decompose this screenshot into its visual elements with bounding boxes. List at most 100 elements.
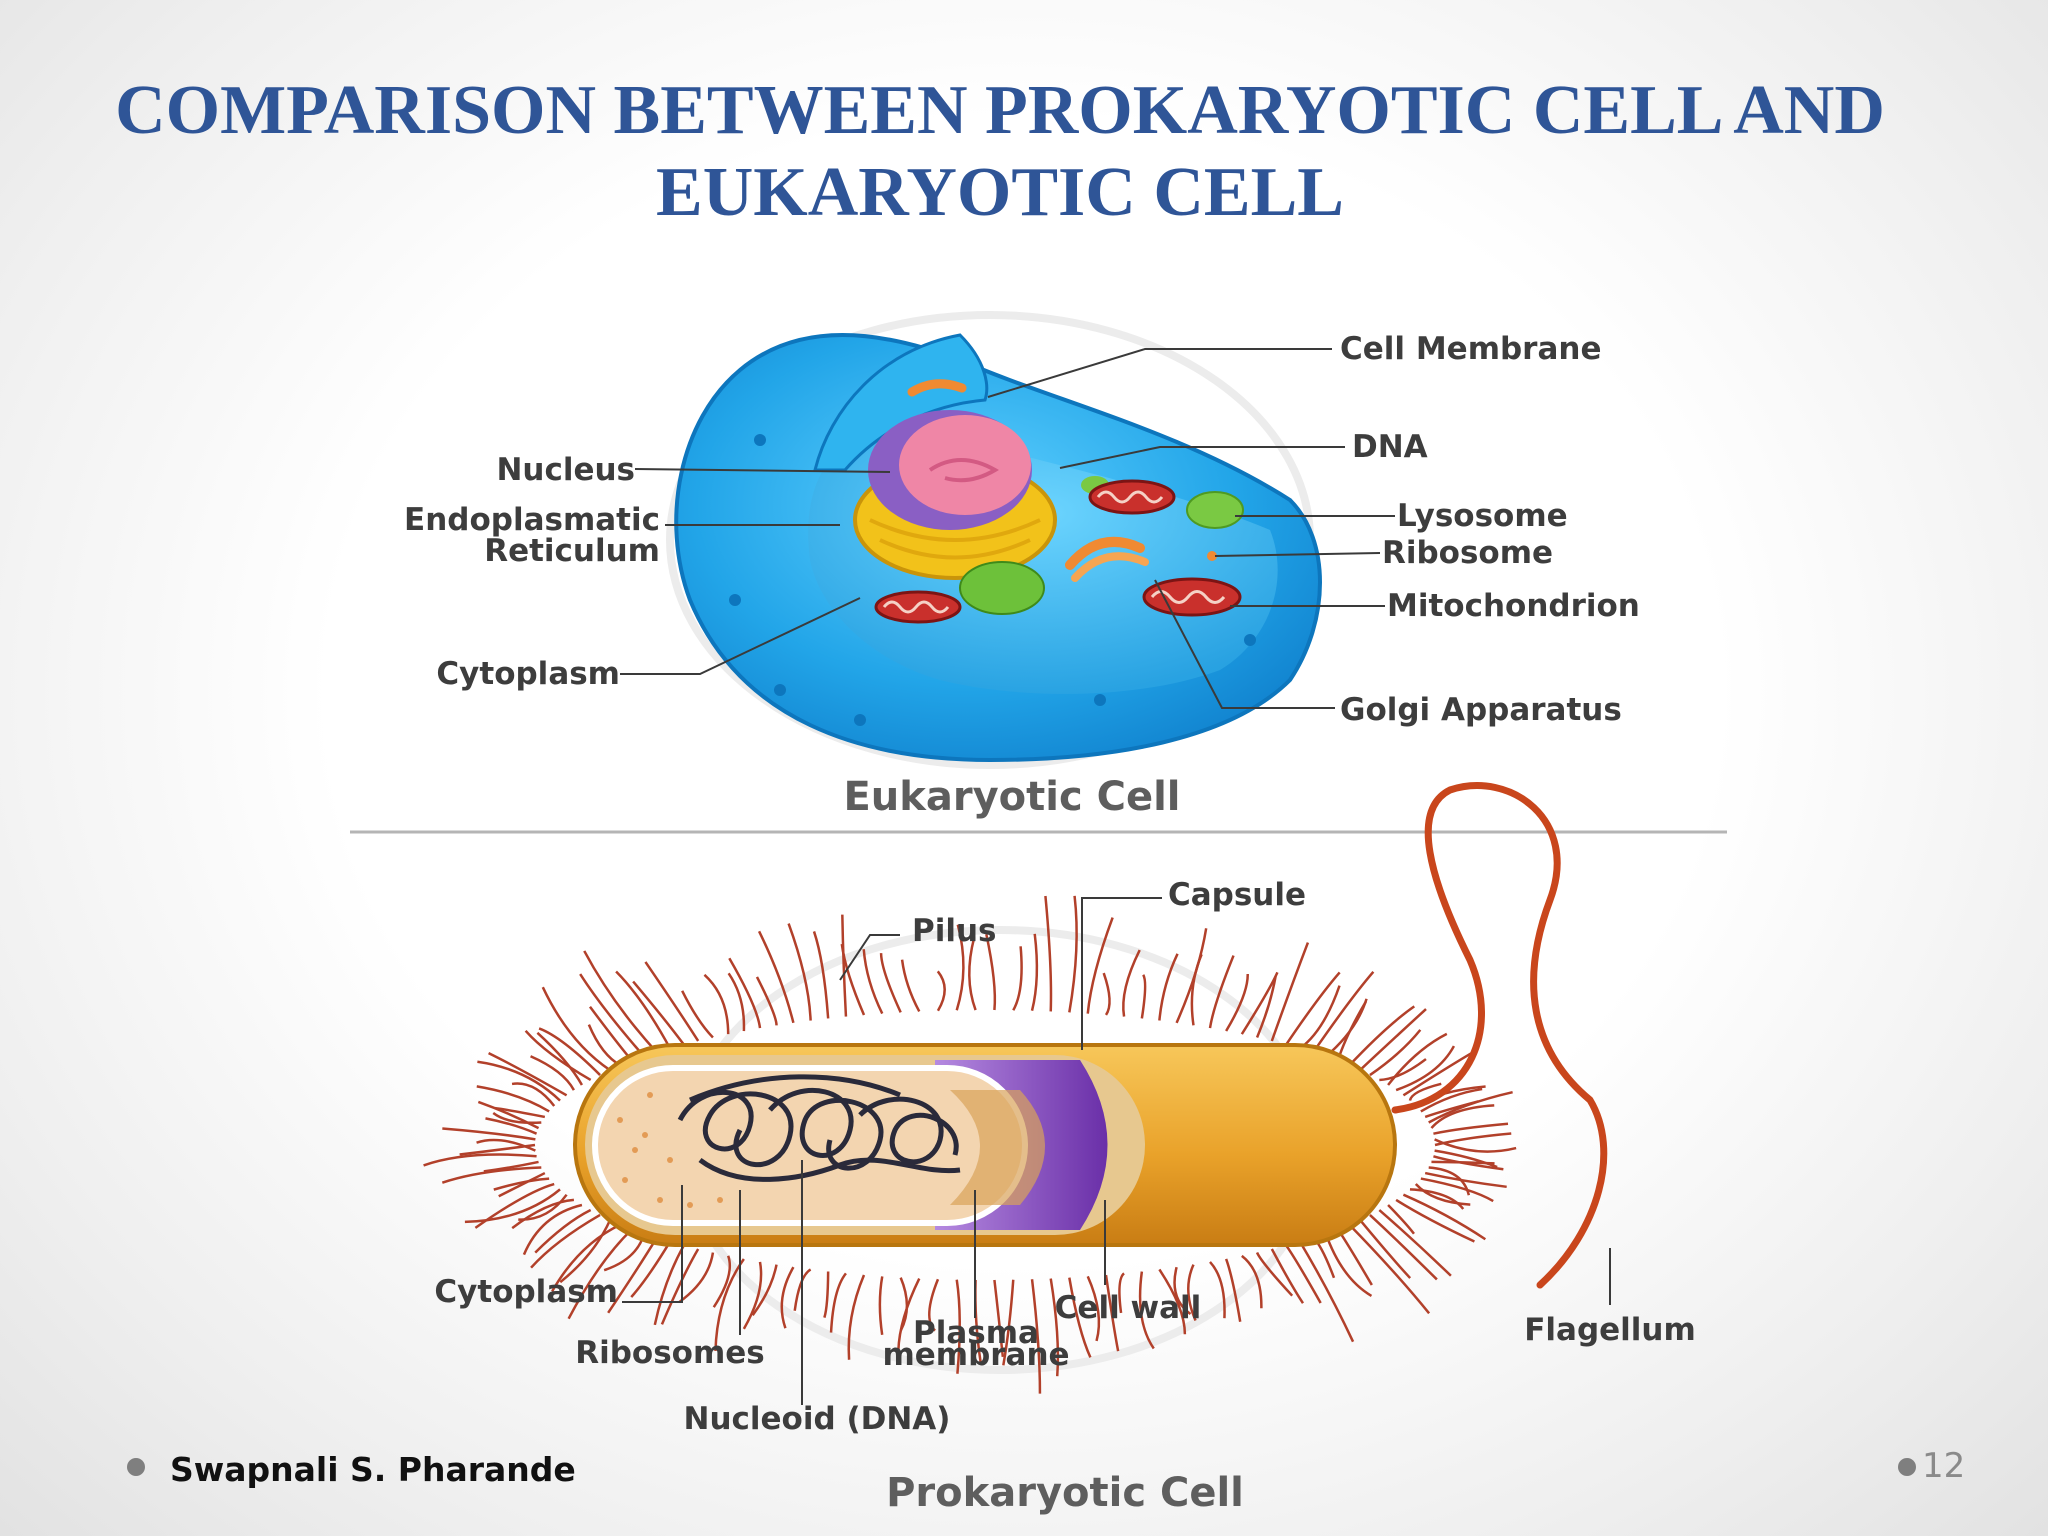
- pilus-strand: [511, 1198, 575, 1230]
- pilus-strand: [423, 1153, 537, 1167]
- pilus-strand: [1358, 1008, 1427, 1072]
- pilus-strand: [878, 1276, 884, 1335]
- pilus-strand: [441, 1166, 542, 1184]
- pilus-strand: [1348, 1223, 1431, 1315]
- footer-bullet-left: [127, 1458, 145, 1476]
- label-plasma-line-1: Plasma: [913, 1315, 1039, 1351]
- pilus-strand: [534, 1208, 592, 1254]
- pilus-strand: [678, 1252, 715, 1304]
- pilus-strand: [476, 1138, 536, 1152]
- label-cytoplasm-prokaryotic: Cytoplasm: [434, 1274, 618, 1310]
- pilus-strand: [530, 1213, 601, 1269]
- pilus-strand: [1255, 1251, 1294, 1297]
- pilus-strand: [1044, 895, 1053, 1012]
- pilus-strand: [703, 973, 730, 1035]
- pilus-strand: [1379, 1058, 1427, 1082]
- pilus-strand: [1434, 1132, 1512, 1147]
- pilus-strand: [530, 1055, 576, 1091]
- pilus-strand: [1086, 917, 1114, 1014]
- pilus-strand: [1434, 1149, 1498, 1169]
- pilus-strand: [681, 990, 714, 1039]
- pilus-strand: [1358, 1218, 1412, 1279]
- pilus-strand: [727, 972, 746, 1032]
- pili-group: [423, 895, 1517, 1394]
- flagellum-icon: [1391, 782, 1608, 1289]
- pilus-strand: [644, 961, 700, 1042]
- pilus-strand: [1387, 1204, 1415, 1235]
- pilus-strand: [755, 976, 778, 1026]
- pilus-strand: [897, 1278, 921, 1351]
- prokaryotic-cell: Capsule Pilus Cytoplasm Ribosomes Nucleo…: [423, 782, 1696, 1516]
- pilus-strand: [1030, 1279, 1042, 1394]
- pilus-strand: [536, 1031, 584, 1086]
- pilus-strand: [1434, 1138, 1517, 1153]
- mitochondrion-icon-2: [874, 590, 962, 624]
- pilus-strand: [1378, 1209, 1452, 1277]
- pilus-strand: [968, 936, 977, 1011]
- label-pilus: Pilus: [912, 913, 997, 949]
- pilus-strand: [1298, 1240, 1355, 1343]
- label-capsule: Capsule: [1168, 877, 1306, 913]
- pilus-strand: [955, 1279, 961, 1374]
- pilus-strand: [632, 980, 685, 1046]
- nucleus-icon: [899, 415, 1031, 515]
- dna-icon: [928, 458, 999, 483]
- pilus-strand: [1414, 1183, 1471, 1206]
- pilus-strand: [993, 1279, 1005, 1358]
- pilus-strand: [1208, 955, 1235, 1029]
- pilus-strand: [1348, 1005, 1416, 1067]
- pilus-strand: [464, 1188, 561, 1224]
- golgi-icon-top: [907, 379, 967, 397]
- pilus-strand: [579, 973, 646, 1058]
- pilus-strand: [485, 1117, 538, 1135]
- pilus-strand: [742, 1261, 763, 1330]
- prokaryotic-cell-caption: Prokaryotic Cell: [886, 1470, 1244, 1516]
- cytoplasm-dot: [754, 434, 766, 446]
- ribosome-dot-icon: [1207, 551, 1217, 561]
- pilus-strand: [1424, 1171, 1507, 1189]
- pilus-strand: [1224, 1258, 1242, 1322]
- pilus-strand: [780, 1266, 795, 1329]
- pilus-strand: [541, 986, 611, 1072]
- author-name: Swapnali S. Pharande: [170, 1450, 576, 1489]
- pilus-strand: [493, 1177, 550, 1191]
- label-plasma-line-2: membrane: [882, 1337, 1069, 1373]
- pilus-strand: [1255, 976, 1277, 1038]
- pilus-strand: [518, 1193, 568, 1221]
- pilus-strand: [1420, 1087, 1483, 1113]
- pilus-strand: [841, 914, 848, 1017]
- pilus-strand: [829, 1272, 847, 1333]
- pilus-strand: [1209, 1261, 1226, 1319]
- pilus-strand: [1104, 1274, 1120, 1352]
- pilus-strand: [567, 1227, 634, 1320]
- cytoplasm-dot: [729, 594, 741, 606]
- label-ribosomes: Ribosomes: [575, 1335, 765, 1371]
- leader-ribosome: [1214, 552, 1381, 557]
- leader-cell-membrane: [987, 348, 1332, 398]
- pilus-strand: [1086, 1275, 1101, 1342]
- pilus-strand: [862, 949, 884, 1015]
- pilus-strand: [1270, 942, 1310, 1042]
- leader-cytoplasm-euk: [620, 597, 861, 675]
- pilus-strand: [559, 1219, 612, 1284]
- pilus-strand: [1395, 1198, 1475, 1243]
- nucleoid-dna-icon: [677, 1074, 961, 1182]
- er-folds: [869, 518, 1041, 560]
- pilus-strand: [1122, 949, 1141, 1017]
- cytoplasm-dot: [1244, 634, 1256, 646]
- pilus-strand: [714, 1258, 745, 1351]
- pilus-strand: [1312, 971, 1375, 1054]
- pilus-strand: [1285, 971, 1341, 1046]
- pilus-strand: [538, 1027, 601, 1076]
- pilus-strand: [1241, 1254, 1263, 1309]
- pilus-strand: [1173, 1266, 1192, 1316]
- page-number: 12: [1922, 1446, 1966, 1486]
- pilus-strand: [1118, 1272, 1125, 1314]
- pilus-strand: [522, 1203, 583, 1256]
- label-er-line-2: Reticulum: [484, 533, 660, 569]
- pilus-strand: [494, 1106, 546, 1119]
- label-mitochondrion: Mitochondrion: [1387, 588, 1640, 624]
- mitochondrion-icon-1: [1088, 479, 1176, 515]
- pilus-strand: [477, 1100, 540, 1130]
- pilus-strand: [1012, 946, 1023, 1011]
